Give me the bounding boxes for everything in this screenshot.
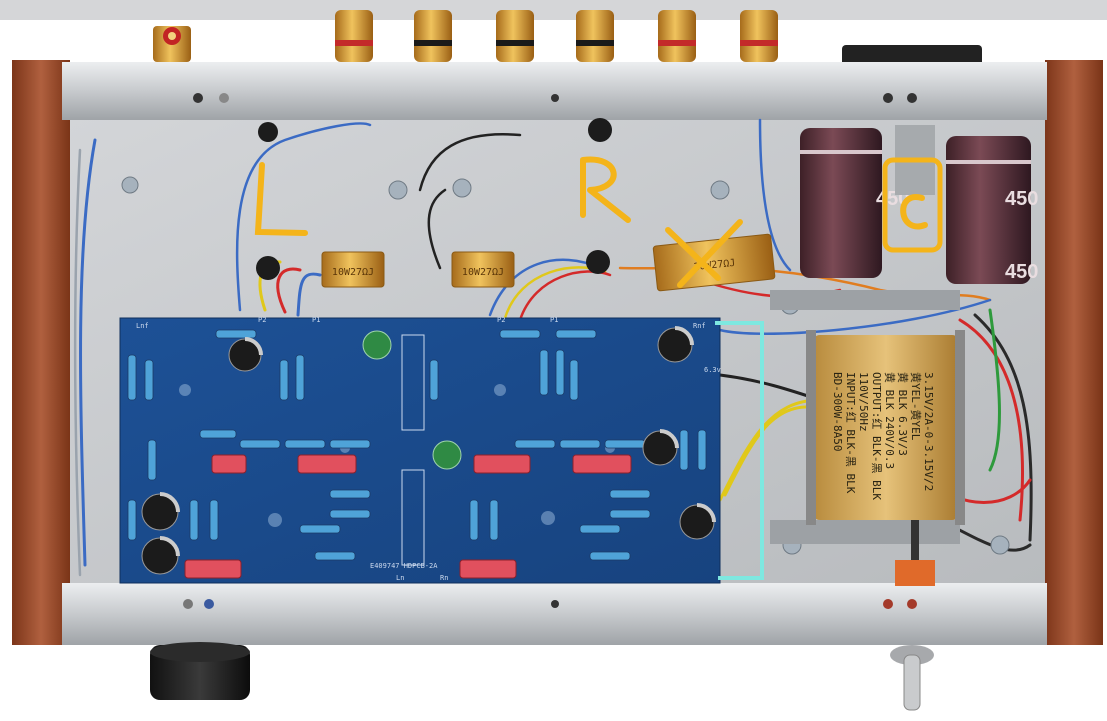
- pcb-rn-label: Rn: [440, 574, 448, 582]
- annotation-cyan-bracket: [715, 321, 764, 580]
- rail-holes: [183, 93, 917, 609]
- svg-text:黄 BLK 6.3V/3: 黄 BLK 6.3V/3: [896, 372, 910, 456]
- annotation-overlay: [254, 156, 943, 580]
- svg-text:OUTPUT:红 BLK-黑 BLK: OUTPUT:红 BLK-黑 BLK: [870, 372, 883, 500]
- electrolytic-capacitors: [141, 326, 716, 575]
- right-wood-panel: [1045, 60, 1103, 645]
- filter-capacitor-right: 450 450: [946, 136, 1038, 284]
- pcb-lnf-label: Lnf: [136, 322, 149, 330]
- power-resistor-1: 10W27ΩJ: [321, 251, 385, 288]
- pcb-p1-left: P1: [312, 316, 320, 324]
- resistor-1-label: 10W27ΩJ: [332, 267, 374, 278]
- transformer-label: BD-300W-8A50 INPUT:红 BLK-黑 BLK 110V/50Hz…: [831, 372, 935, 500]
- capacitor-right-label-lower: 450: [1005, 261, 1038, 283]
- resistor-2-label: 10W27ΩJ: [462, 267, 504, 278]
- pcb-63v-label: 6.3v: [704, 366, 721, 374]
- pcb-ln-label: Ln: [396, 574, 404, 582]
- rear-connectors: [153, 10, 982, 67]
- power-transformer: BD-300W-8A50 INPUT:红 BLK-黑 BLK 110V/50Hz…: [770, 290, 965, 544]
- annotation-x-mark: [665, 219, 743, 288]
- power-toggle: [890, 645, 934, 711]
- rectifier-plug: [895, 520, 935, 586]
- film-capacitors: [184, 454, 632, 579]
- annotation-c-mark: [900, 194, 928, 230]
- capacitor-right-label: 450: [1005, 188, 1038, 210]
- front-rail: [62, 583, 1047, 645]
- pcb-p1-right: P1: [550, 316, 558, 324]
- volume-knob: [150, 642, 250, 700]
- pcb-p2-right: P2: [497, 316, 505, 324]
- power-resistor-2: 10W27ΩJ: [451, 251, 515, 288]
- pcb-part-number: E409747 HDPCB-2A: [370, 562, 438, 570]
- svg-text:110V/50Hz: 110V/50Hz: [857, 372, 870, 432]
- svg-text:3.15V/2A-0-3.15V/2: 3.15V/2A-0-3.15V/2: [922, 372, 935, 491]
- rear-rail: [62, 62, 1047, 120]
- svg-text:INPUT:红 BLK-黑 BLK: INPUT:红 BLK-黑 BLK: [844, 372, 857, 494]
- svg-text:BD-300W-8A50: BD-300W-8A50: [831, 372, 844, 451]
- annotation-r-mark: [580, 156, 631, 223]
- top-shadow: [0, 0, 1107, 20]
- amplifier-pcb: E409747 HDPCB-2A Lnf P2 P1 P2 P1 Rnf 6.3…: [119, 316, 721, 584]
- annotation-l-mark: [254, 162, 308, 236]
- pcb-rnf-label: Rnf: [693, 322, 706, 330]
- svg-text:黄 BLK 240V/0.3: 黄 BLK 240V/0.3: [883, 372, 897, 469]
- annotation-c-box: [882, 157, 943, 253]
- svg-text:黄YEL-黄YEL: 黄YEL-黄YEL: [909, 372, 923, 441]
- left-wood-panel: [12, 60, 70, 645]
- pcb-resistors: [127, 329, 707, 561]
- pcb-p2-left: P2: [258, 316, 266, 324]
